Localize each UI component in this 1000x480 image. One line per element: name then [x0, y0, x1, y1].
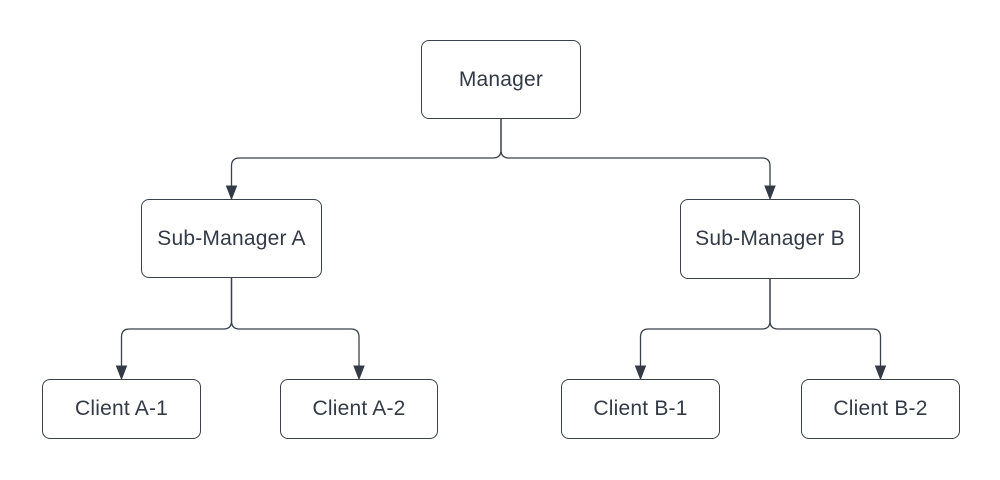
- node-label-manager: Manager: [458, 67, 544, 91]
- node-label-client-a1: Client A-1: [74, 397, 169, 420]
- node-client-a1[interactable]: Client A-1: [42, 379, 201, 439]
- edge-sub-a-client-a2[interactable]: [230, 278, 360, 368]
- node-label-sub-a: Sub-Manager A: [157, 226, 306, 250]
- node-sub-a[interactable]: Sub-Manager A: [141, 199, 322, 278]
- node-label-client-b2: Client B-2: [833, 397, 928, 420]
- node-client-a2[interactable]: Client A-2: [280, 379, 438, 439]
- node-client-b1[interactable]: Client B-1: [561, 379, 720, 439]
- node-label-sub-b: Sub-Manager B: [695, 227, 845, 250]
- node-sub-b[interactable]: Sub-Manager B: [680, 199, 860, 279]
- node-label-client-a2: Client A-2: [312, 397, 406, 420]
- edge-sub-b-client-b1[interactable]: [639, 279, 771, 368]
- node-client-b2[interactable]: Client B-2: [801, 379, 960, 439]
- edge-sub-a-client-a1[interactable]: [120, 278, 233, 368]
- node-label-client-b1: Client B-1: [593, 397, 688, 420]
- edge-manager-sub-b[interactable]: [500, 119, 771, 188]
- edge-manager-sub-a[interactable]: [230, 119, 502, 188]
- edge-sub-b-client-b2[interactable]: [769, 279, 882, 368]
- node-manager[interactable]: Manager: [421, 40, 581, 119]
